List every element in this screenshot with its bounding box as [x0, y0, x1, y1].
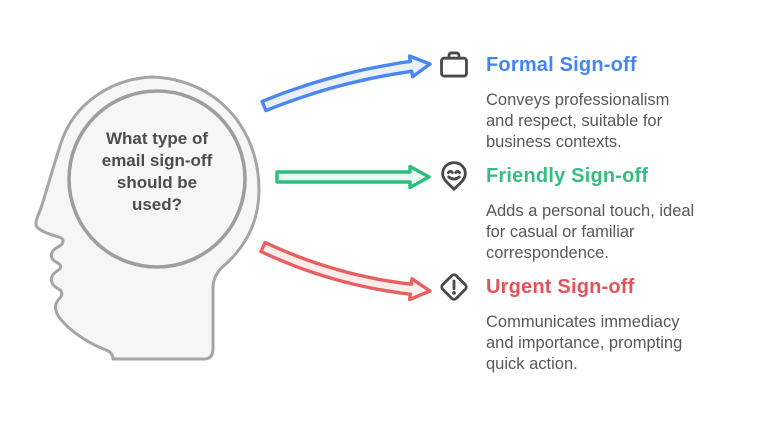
signoff-header-urgent: Urgent Sign-off [437, 268, 737, 306]
signoff-header-friendly: Friendly Sign-off [437, 157, 737, 195]
urgent-arrow-icon [259, 240, 432, 302]
alert-diamond-icon [437, 270, 471, 304]
smiley-pin-icon [437, 159, 471, 193]
signoff-header-formal: Formal Sign-off [437, 46, 737, 84]
friendly-arrow-icon [275, 164, 431, 190]
signoff-label-friendly: Friendly Sign-off [486, 164, 649, 187]
signoff-option-formal: Formal Sign-off Conveys professionalism … [437, 46, 737, 153]
signoff-description-formal: Conveys professionalism and respect, sui… [486, 91, 670, 151]
signoff-description-urgent: Communicates immediacy and importance, p… [486, 313, 683, 373]
signoff-description-friendly: Adds a personal touch, ideal for casual … [486, 202, 695, 262]
signoff-label-urgent: Urgent Sign-off [486, 275, 635, 298]
signoff-option-friendly: Friendly Sign-off Adds a personal touch,… [437, 157, 737, 264]
formal-arrow-icon [260, 54, 432, 113]
thought-circle [67, 89, 247, 269]
signoff-label-formal: Formal Sign-off [486, 53, 637, 76]
question-text: What type of email sign-off should be us… [101, 129, 213, 215]
briefcase-icon [437, 48, 471, 82]
signoff-option-urgent: Urgent Sign-off Communicates immediacy a… [437, 268, 737, 375]
